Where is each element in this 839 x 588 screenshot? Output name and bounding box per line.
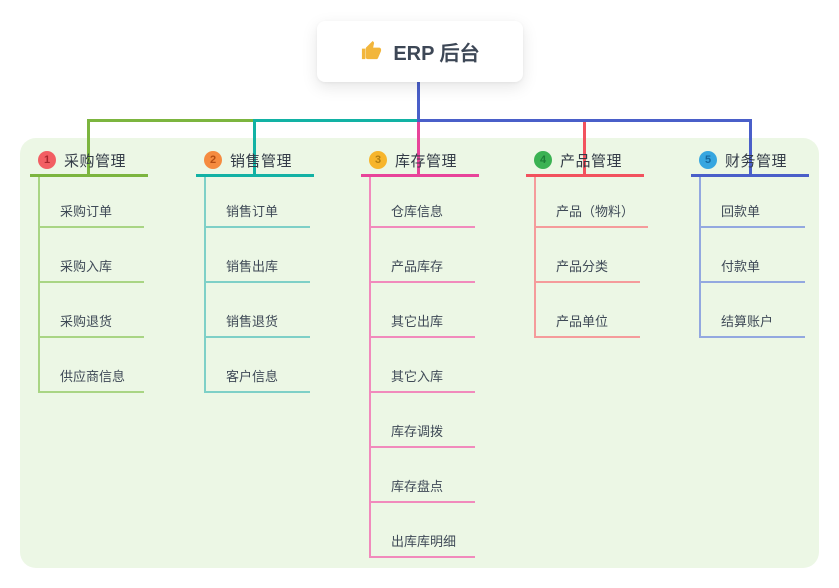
child-node[interactable]: 其它入库 [371, 368, 475, 393]
drop-sales [253, 119, 256, 177]
branch-product: 4 产品管理 产品（物料） 产品分类 产品单位 [526, 146, 649, 338]
branch-children: 回款单 付款单 结算账户 [699, 177, 805, 338]
branch-children: 产品（物料） 产品分类 产品单位 [534, 177, 649, 338]
branch-label: 采购管理 [64, 152, 127, 170]
branch-sales: 2 销售管理 销售订单 销售出库 销售退货 客户信息 [196, 146, 314, 393]
child-node[interactable]: 出库库明细 [371, 533, 475, 558]
number-4-badge: 4 [534, 151, 552, 169]
number-2-badge: 2 [204, 151, 222, 169]
branch-purchase: 1 采购管理 采购订单 采购入库 采购退货 供应商信息 [30, 146, 148, 393]
drop-inventory [417, 122, 420, 177]
branch-header-product[interactable]: 4 产品管理 [526, 146, 644, 177]
branch-finance: 5 财务管理 回款单 付款单 结算账户 [691, 146, 809, 338]
child-node[interactable]: 回款单 [701, 203, 805, 228]
drop-finance [749, 119, 752, 177]
bus-segment-finance [417, 119, 752, 122]
drop-product [583, 122, 586, 177]
branch-header-sales[interactable]: 2 销售管理 [196, 146, 314, 177]
branch-label: 财务管理 [725, 152, 788, 170]
branch-children: 采购订单 采购入库 采购退货 供应商信息 [38, 177, 144, 393]
branch-children: 销售订单 销售出库 销售退货 客户信息 [204, 177, 310, 393]
child-node[interactable]: 其它出库 [371, 313, 475, 338]
number-1-badge: 1 [38, 151, 56, 169]
child-node[interactable]: 客户信息 [206, 368, 310, 393]
child-node[interactable]: 供应商信息 [40, 368, 144, 393]
child-node[interactable]: 产品单位 [536, 313, 640, 338]
root-node[interactable]: ERP 后台 [317, 21, 523, 82]
child-node[interactable]: 产品（物料） [536, 203, 649, 228]
child-node[interactable]: 结算账户 [701, 313, 805, 338]
drop-purchase [87, 119, 90, 177]
branch-label: 产品管理 [560, 152, 623, 170]
child-node[interactable]: 销售出库 [206, 258, 310, 283]
child-node[interactable]: 库存盘点 [371, 478, 475, 503]
child-node[interactable]: 库存调拨 [371, 423, 475, 448]
child-node[interactable]: 采购订单 [40, 203, 144, 228]
number-5-badge: 5 [699, 151, 717, 169]
branch-header-finance[interactable]: 5 财务管理 [691, 146, 809, 177]
background-panel [20, 138, 819, 568]
branch-header-purchase[interactable]: 1 采购管理 [30, 146, 148, 177]
root-stem-connector [417, 82, 420, 122]
child-node[interactable]: 销售订单 [206, 203, 310, 228]
bus-segment-sales [253, 119, 419, 122]
branch-children: 仓库信息 产品库存 其它出库 其它入库 库存调拨 库存盘点 出库库明细 [369, 177, 475, 558]
child-node[interactable]: 销售退货 [206, 313, 310, 338]
root-title: ERP 后台 [393, 43, 480, 65]
branch-label: 销售管理 [230, 152, 293, 170]
child-node[interactable]: 产品分类 [536, 258, 640, 283]
bus-segment-purchase [87, 119, 256, 122]
branch-label: 库存管理 [395, 152, 458, 170]
branch-header-inventory[interactable]: 3 库存管理 [361, 146, 479, 177]
child-node[interactable]: 付款单 [701, 258, 805, 283]
thumbs-up-icon [360, 40, 383, 63]
branch-inventory: 3 库存管理 仓库信息 产品库存 其它出库 其它入库 库存调拨 库存盘点 出库库… [361, 146, 479, 558]
child-node[interactable]: 采购入库 [40, 258, 144, 283]
child-node[interactable]: 产品库存 [371, 258, 475, 283]
number-3-badge: 3 [369, 151, 387, 169]
child-node[interactable]: 仓库信息 [371, 203, 475, 228]
child-node[interactable]: 采购退货 [40, 313, 144, 338]
